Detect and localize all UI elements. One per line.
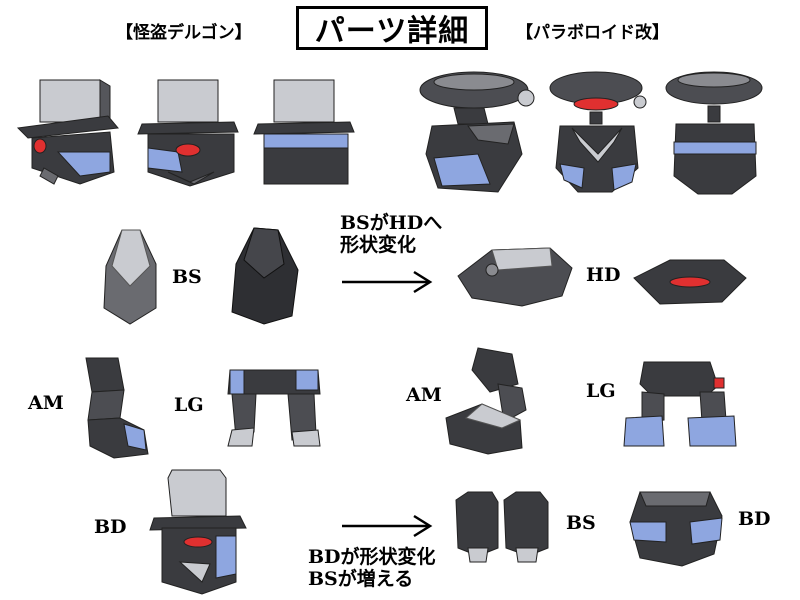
- bs-part-back: [231, 227, 299, 325]
- hd-label-right: HD: [586, 264, 621, 286]
- am-label-right: AM: [406, 384, 442, 406]
- bs-to-hd-note-line1: BSがHDへ: [340, 212, 443, 234]
- bs-label-left: BS: [172, 266, 202, 288]
- hd-part-top: [457, 247, 573, 307]
- robot-name-right: 【パラボロイド改】: [516, 23, 669, 43]
- am-label-left: AM: [28, 392, 64, 414]
- paraboloid-back-view: [665, 71, 763, 195]
- bs-part-front: [103, 229, 157, 325]
- am-part-right: [445, 347, 527, 455]
- bs-to-hd-note: BSがHDへ 形状変化: [340, 212, 442, 256]
- paraboloid-side-view: [419, 71, 535, 193]
- bd-part-left: [149, 469, 247, 595]
- robot-name-left: 【怪盗デルゴン】: [116, 23, 252, 43]
- bs-part-pair: [455, 491, 549, 563]
- right-arrow-icon: [342, 514, 433, 538]
- bd-change-note-line2: BSが増える: [308, 568, 414, 590]
- hd-part-front: [633, 259, 747, 305]
- bd-part-right: [629, 491, 723, 567]
- delgon-back-view: [253, 79, 355, 185]
- lg-label-left: LG: [174, 394, 204, 416]
- bd-change-note-line1: BDが形状変化: [308, 546, 436, 568]
- bd-label-left: BD: [94, 516, 127, 538]
- bs-to-hd-note-line2: 形状変化: [340, 234, 417, 256]
- paraboloid-front-view: [549, 71, 647, 193]
- am-part-left: [85, 357, 149, 459]
- right-arrow-icon: [342, 270, 433, 294]
- bs-label-right: BS: [566, 512, 596, 534]
- bd-label-right: BD: [738, 508, 771, 530]
- lg-label-right: LG: [586, 380, 616, 402]
- delgon-front-view: [16, 79, 119, 185]
- page-title: パーツ詳細: [296, 6, 488, 50]
- bd-change-note: BDが形状変化 BSが増える: [308, 546, 436, 590]
- lg-part-right: [623, 361, 737, 447]
- delgon-side-view: [137, 79, 239, 187]
- lg-part-left: [227, 369, 321, 447]
- page-title-text: パーツ詳細: [314, 14, 470, 49]
